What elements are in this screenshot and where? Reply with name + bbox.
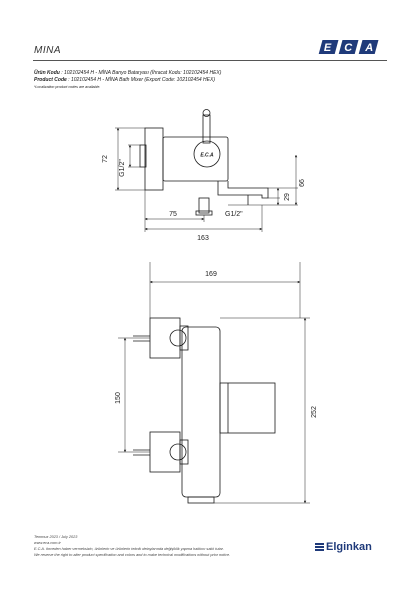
elginkan-mark-icon: [315, 543, 324, 551]
localization-note: *Localization product codes are availabl…: [34, 85, 101, 89]
product-code-en-label: Product Code: [34, 77, 67, 83]
eca-logo-block-a: [358, 40, 379, 54]
front-view-dimensions: [118, 262, 310, 504]
side-view-cartridge: [193, 140, 221, 168]
header-divider: [33, 60, 387, 61]
elginkan-logo-text: Elginkan: [326, 541, 372, 553]
dim-150: 150: [115, 392, 122, 404]
footer-date: Temmuz 2023 / July 2023: [34, 535, 78, 539]
product-code-en-text: : 102102454 H - MİNA Bath Mixer (Export …: [68, 77, 216, 83]
front-view-spout: [219, 382, 276, 434]
front-view-top-flange: [149, 317, 181, 359]
dim-72: 72: [102, 155, 109, 163]
front-view-top-nut: [179, 325, 189, 351]
dim-169: 169: [205, 271, 217, 278]
front-view-bottom-cap: [187, 496, 215, 504]
dim-75: 75: [169, 211, 177, 218]
side-view-cartridge-logo: E.C.A: [200, 153, 214, 159]
side-view-handle-knob: [202, 109, 211, 117]
eca-logo-block-e: [318, 40, 339, 54]
front-view-bottom-nut: [179, 439, 189, 465]
front-view-bottom-flange: [149, 431, 181, 473]
dim-thread-top: G1/2": [119, 159, 126, 177]
front-view: [133, 317, 276, 504]
dim-thread-bottom: G1/2": [225, 211, 243, 218]
side-view: [139, 109, 269, 216]
product-code-tr: Ürün Kodu : 102102454 H - MİNA Banyo Bat…: [34, 70, 221, 76]
side-view-diverter: [198, 197, 210, 214]
product-code-en: Product Code : 102102454 H - MİNA Bath M…: [34, 77, 215, 83]
dim-163: 163: [197, 235, 209, 242]
footer-notice-en: We reserve the right to alter product sp…: [34, 553, 231, 557]
product-code-tr-text: : 102102454 H - MİNA Banyo Bataryası (İh…: [61, 70, 222, 76]
footer-url[interactable]: www.eca.com.tr: [34, 541, 61, 545]
eca-logo-text: E.C.A: [324, 42, 378, 54]
dim-29: 29: [284, 193, 291, 201]
elginkan-logo: Elginkan: [315, 541, 372, 553]
eca-logo-block-c: [338, 40, 359, 54]
side-view-body: [162, 136, 229, 182]
product-code-tr-label: Ürün Kodu: [34, 70, 60, 76]
side-view-spout: [217, 181, 269, 199]
side-view-dimensions: [115, 127, 298, 232]
side-view-handle: [202, 114, 211, 144]
dim-252: 252: [311, 406, 318, 418]
product-title: MINA: [34, 45, 61, 56]
side-view-eccentric: [139, 144, 147, 168]
dim-66: 66: [299, 179, 306, 187]
side-view-flange: [144, 127, 164, 191]
eca-logo: E.C.A: [318, 40, 379, 54]
footer-notice-tr: E.C.A. önceden haber vermeksizin, ürünle…: [34, 547, 224, 551]
front-view-bottom-connection: [169, 443, 187, 461]
front-view-top-connection: [169, 329, 187, 347]
front-view-body: [181, 326, 221, 498]
